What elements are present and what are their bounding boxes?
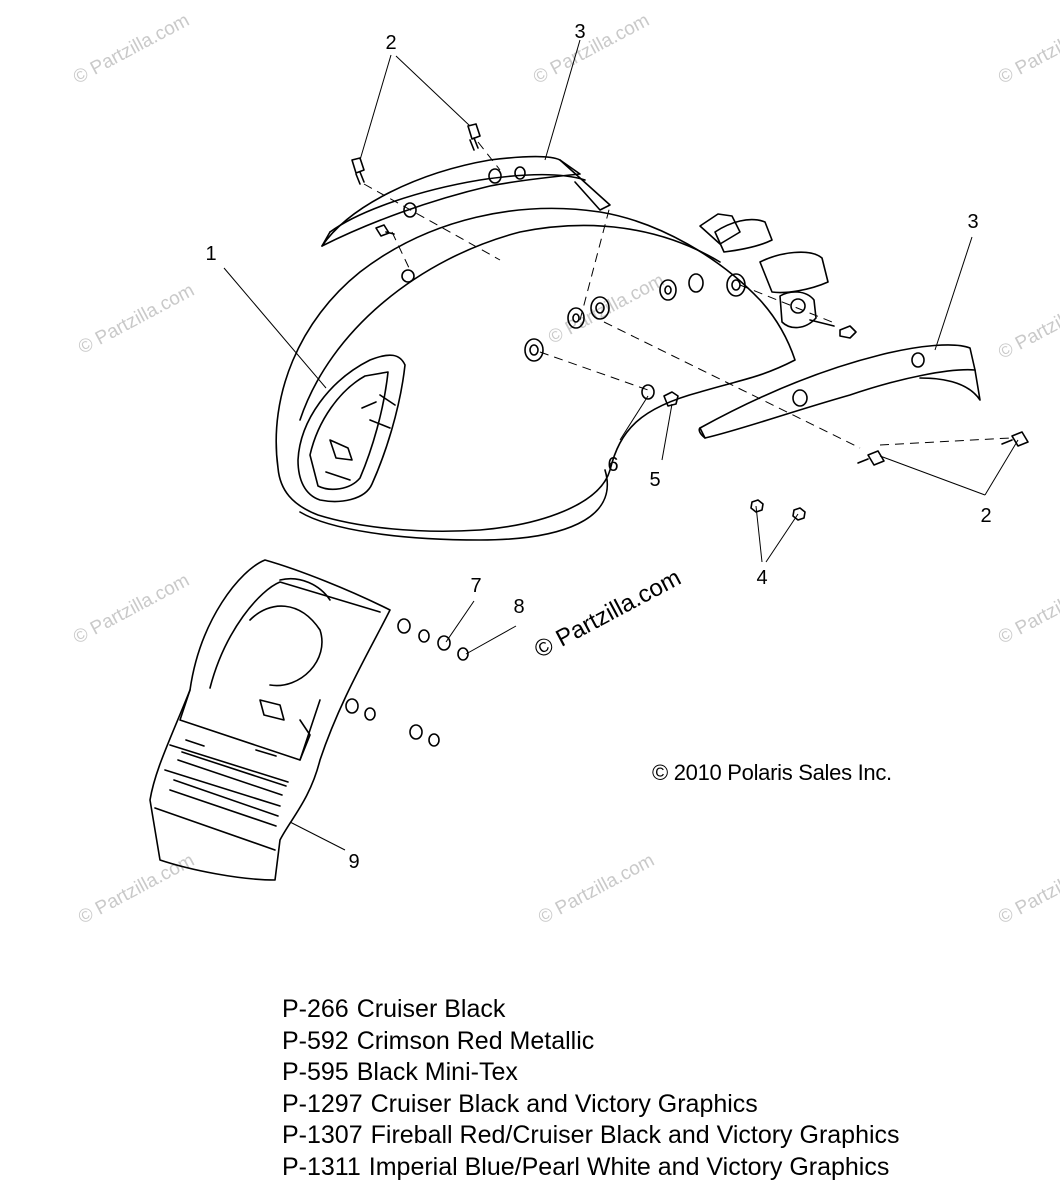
copyright-text: © 2010 Polaris Sales Inc. <box>652 760 892 785</box>
fender-bosses <box>524 273 746 407</box>
bolt-2c <box>1001 431 1029 447</box>
nut-4b <box>792 507 806 521</box>
light-mount <box>699 213 857 339</box>
callout-3: 3 <box>967 211 979 233</box>
bolt-2d <box>857 450 885 466</box>
paint-name: Imperial Blue/Pearl White and Victory Gr… <box>368 1152 890 1181</box>
callout-1: 1 <box>205 243 217 265</box>
bolt-2a <box>467 123 481 151</box>
callout-8: 8 <box>513 596 525 618</box>
callout-9: 9 <box>348 851 360 873</box>
fender-rail-right <box>698 344 981 439</box>
paint-code: P-592 <box>282 1026 349 1055</box>
callout-4: 4 <box>756 567 768 589</box>
license-bracket <box>149 559 391 881</box>
parts-diagram <box>149 39 1029 881</box>
washer-7a <box>397 618 411 634</box>
nut-8a <box>418 629 430 643</box>
paint-code: P-595 <box>282 1058 349 1087</box>
nut-d <box>428 733 440 747</box>
callout-6: 6 <box>607 454 619 476</box>
paint-name: Cruiser Black and Victory Graphics <box>370 1089 758 1118</box>
paint-code: P-1307 <box>282 1121 363 1150</box>
paint-code: P-1311 <box>282 1152 361 1181</box>
nut-c <box>364 707 376 721</box>
bolt-fender-top <box>375 224 395 237</box>
paint-name: Fireball Red/Cruiser Black and Victory G… <box>370 1121 900 1150</box>
callout-2: 2 <box>980 505 992 527</box>
nut-4a <box>750 499 764 513</box>
callout-2: 2 <box>385 32 397 54</box>
paint-name: Black Mini-Tex <box>356 1058 518 1087</box>
washer-c <box>345 698 359 714</box>
nut-8b <box>457 647 469 661</box>
paint-name: Crimson Red Metallic <box>356 1026 595 1055</box>
fender-rail-left <box>321 155 611 247</box>
rear-fender <box>275 207 796 541</box>
paint-code: P-266 <box>282 995 349 1023</box>
bolt-2b <box>351 157 365 185</box>
washer-7b <box>437 635 451 651</box>
paint-code: P-1297 <box>282 1089 363 1118</box>
washer-d <box>409 724 423 740</box>
paint-name: Cruiser Black <box>356 995 506 1023</box>
washer-fender-top <box>401 269 415 283</box>
callout-7: 7 <box>470 575 482 597</box>
callout-3: 3 <box>574 21 586 43</box>
callout-5: 5 <box>649 469 661 491</box>
